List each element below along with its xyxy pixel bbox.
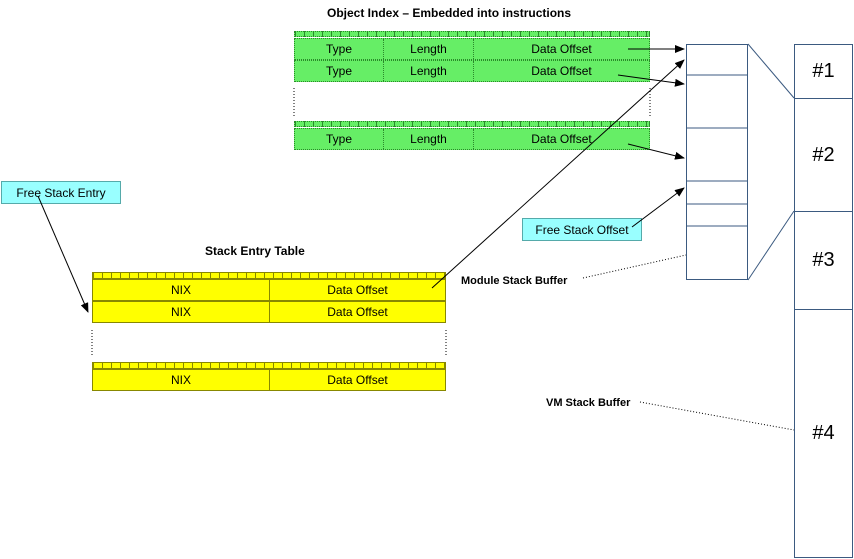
object-index-row-1: Type Length Data Offset [294,38,650,60]
vm-segment-4: #4 [794,309,853,558]
stack-entry-offset: Data Offset [327,283,388,297]
object-index-row-3: Type Length Data Offset [294,128,650,150]
module-stack-buffer [686,44,748,280]
stack-entry-row-2: NIX Data Offset [92,301,446,323]
stack-entry-offset: Data Offset [327,373,388,387]
arrows [37,45,685,313]
vm-segment-2: #2 [794,98,853,212]
object-index-header-ticks [294,31,650,37]
object-index-type: Type [295,129,384,149]
module-stack-buffer-label: Module Stack Buffer [461,275,568,287]
dotted-separators [91,88,651,355]
label-pointers [582,254,795,431]
free-stack-offset-box: Free Stack Offset [522,218,642,241]
module-to-vm-lines [747,43,795,281]
object-index-offset: Data Offset [531,42,592,56]
object-index-lower-ticks [294,121,650,127]
object-index-type: Type [295,39,384,59]
free-stack-entry-box: Free Stack Entry [1,181,121,204]
vm-segment-1: #1 [794,44,853,99]
stack-entry-nix: NIX [93,302,270,322]
object-index-length: Length [384,129,474,149]
object-index-type: Type [295,61,384,81]
stack-entry-row-3: NIX Data Offset [92,369,446,391]
stack-entry-offset: Data Offset [327,305,388,319]
object-index-length: Length [384,61,474,81]
stack-entry-nix: NIX [93,280,270,300]
stack-entry-lower-ticks [92,362,446,369]
vm-stack-buffer-label: VM Stack Buffer [546,397,631,409]
object-index-offset: Data Offset [531,64,592,78]
object-index-offset: Data Offset [531,132,592,146]
module-stack-dividers [686,74,748,227]
stack-entry-nix: NIX [93,370,270,390]
object-index-length: Length [384,39,474,59]
object-index-title: Object Index – Embedded into instruction… [327,6,572,20]
vm-segment-3: #3 [794,211,853,310]
object-index-row-2: Type Length Data Offset [294,60,650,82]
stack-entry-row-1: NIX Data Offset [92,279,446,301]
stack-entry-table-title: Stack Entry Table [205,244,305,258]
